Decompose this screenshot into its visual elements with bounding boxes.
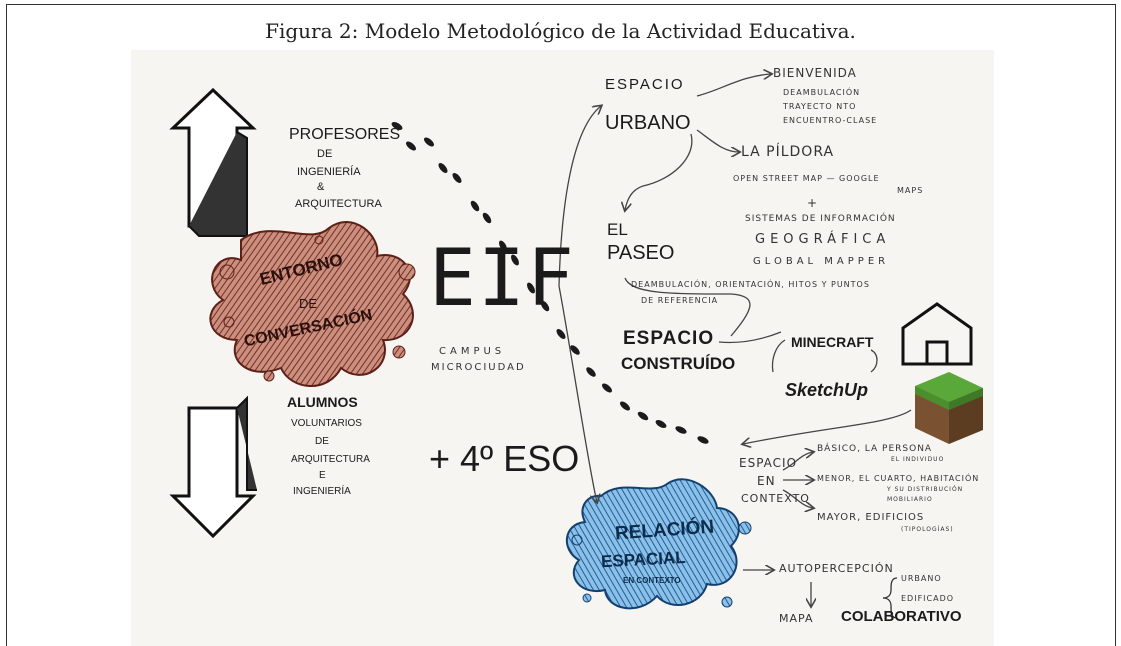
mapa-label: MAPA [779,612,814,625]
red-splash-shape [209,221,416,387]
el-paseo-label-2: PASEO [607,242,675,264]
espacio-construido-label-1: ESPACIO [623,328,715,349]
menor-sub-1-label: Y SU DISTRIBUCIÓN [887,486,964,493]
basico-label: BÁSICO, LA PERSONA [817,444,933,454]
mayor-sub-label: (TIPOLOGÍAS) [901,526,954,533]
auto-urbano-label: URBANO [901,574,942,583]
encuentro-clase-label: ENCUENTRO-CLASE [783,116,878,125]
diagram-sheet: PROFESORES DE INGENIERÍA & ARQUITECTURA … [131,50,994,646]
open-street-map-label: OPEN STREET MAP — GOOGLE [733,174,880,183]
maps-label: MAPS [897,186,924,195]
brace-shape [882,577,898,619]
profesores-and-label: & [317,181,325,193]
minecraft-label: MINECRAFT [791,334,874,350]
espacio-urbano-label-2: URBANO [605,112,691,134]
diagram-drawing [169,50,983,619]
footprints-trail [391,122,709,444]
figure-frame [6,4,1116,646]
paseo-items-2-label: DE REFERENCIA [641,296,719,305]
contexto-en-label: EN [757,474,776,488]
alumnos-de-label: DE [315,436,329,447]
eso-label: + 4º ESO [429,438,580,479]
figure-caption: Figura 2: Modelo Metodológico de la Acti… [265,19,856,43]
microciudad-label: MICROCIUDAD [431,362,526,373]
campus-label: CAMPUS [439,346,506,357]
sketchup-label: SketchUp [785,380,869,400]
up-arrow-icon [169,87,257,237]
bienvenida-label: BIENVENIDA [773,66,857,80]
alumnos-e-label: E [319,470,326,481]
house-icon [901,302,973,366]
profesores-ingenieria-label: INGENIERÍA [297,166,361,178]
en-contexto-label: EN CONTEXTO [623,576,681,585]
alumnos-label: ALUMNOS [287,394,358,410]
la-pildora-label: LA PÍLDORA [741,144,835,160]
global-mapper-label: GLOBAL MAPPER [753,256,890,267]
profesores-arquitectura-label: ARQUITECTURA [295,198,382,210]
espacio-urbano-label-1: ESPACIO [605,76,685,93]
espacio-construido-label-2: CONSTRUÍDO [621,354,736,373]
plus-label: + [807,196,819,210]
sistemas-informacion-label: SISTEMAS DE INFORMACIÓN [745,214,896,224]
profesores-de-label: DE [317,148,333,160]
menor-sub-2-label: MOBILIARIO [887,496,933,503]
grass-block-icon [915,372,983,444]
deambulacion-1-label: DEAMBULACIÓN [783,88,861,97]
alumnos-arquitectura-label: ARQUITECTURA [291,454,370,465]
basico-sub-label: EL INDIVIDUO [891,456,945,463]
auto-edificado-label: EDIFICADO [901,594,955,603]
connector-arrows [558,74,912,606]
alumnos-voluntarios-label: VOLUNTARIOS [291,418,362,429]
eif-label: EIF [429,234,576,324]
trayecto-label: TRAYECTO NTO [783,102,857,111]
menor-label: MENOR, EL CUARTO, HABITACIÓN [817,474,980,483]
contexto-contexto-label: CONTEXTO [741,492,810,505]
colaborativo-label: COLABORATIVO [841,608,962,625]
paseo-items-1-label: DEAMBULACIÓN, ORIENTACIÓN, HITOS Y PUNTO… [631,280,870,289]
mayor-label: MAYOR, EDIFICIOS [817,512,925,523]
alumnos-ingenieria-label: INGENIERÍA [293,486,351,497]
geografica-label: GEOGRÁFICA [755,232,891,247]
entorno-de-label: DE [299,296,318,311]
down-arrow-icon [169,395,257,539]
contexto-espacio-label: ESPACIO [739,456,798,470]
el-paseo-label-1: EL [607,220,628,239]
blue-splash-shape [565,478,752,610]
autopercepcion-label: AUTOPERCEPCIÓN [779,562,894,575]
profesores-label: PROFESORES [289,126,401,143]
